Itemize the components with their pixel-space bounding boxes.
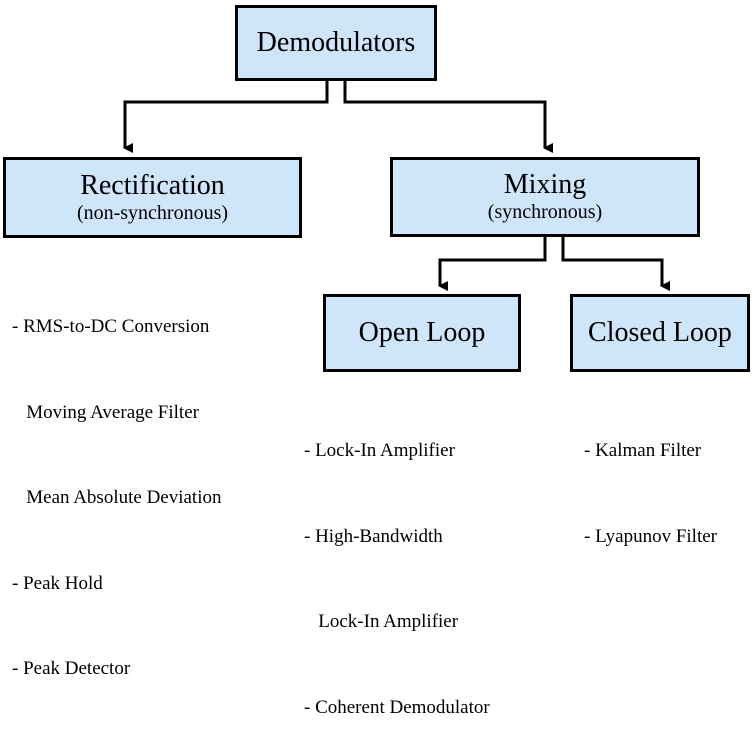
list-item: Moving Average Filter — [12, 401, 199, 423]
arrow-root-to-mixing — [343, 80, 553, 153]
connector-arrows — [123, 80, 670, 291]
node-open-loop: Open Loop — [323, 294, 521, 372]
list-item: - Lock-In Amplifier — [304, 440, 455, 461]
arrow-root-to-rectification — [123, 80, 329, 153]
node-closed-loop-title: Closed Loop — [588, 317, 732, 348]
closed-loop-methods-list: - Kalman Filter - Lyapunov Filter — [584, 380, 717, 580]
list-item: - High-Bandwidth — [304, 525, 443, 547]
arrow-mixing-to-open-loop — [438, 236, 547, 291]
list-item: - Coherent Demodulator — [304, 696, 490, 718]
node-mixing: Mixing (synchronous) — [390, 157, 700, 237]
node-mixing-subtitle: (synchronous) — [487, 201, 603, 223]
list-item: Mean Absolute Deviation — [12, 487, 222, 508]
node-mixing-title: Mixing — [503, 169, 587, 200]
rectification-methods-list: - RMS-to-DC Conversion Moving Average Fi… — [12, 256, 222, 712]
node-rectification-title: Rectification — [80, 169, 225, 201]
list-item: - Peak Hold — [12, 572, 103, 594]
list-item: Lock-In Amplifier — [304, 611, 459, 632]
list-item: - RMS-to-DC Conversion — [12, 316, 210, 337]
node-open-loop-title: Open Loop — [358, 317, 486, 348]
root-node-title: Demodulators — [256, 27, 416, 58]
node-closed-loop: Closed Loop — [570, 294, 750, 372]
open-loop-methods-list: - Lock-In Amplifier - High-Bandwidth Loc… — [304, 380, 490, 751]
arrow-mixing-to-closed-loop — [561, 236, 670, 291]
root-node-demodulators: Demodulators — [235, 5, 437, 81]
node-rectification-subtitle: (non-synchronous) — [76, 201, 229, 224]
list-item: - Kalman Filter — [584, 440, 702, 461]
list-item: - Peak Detector — [12, 658, 131, 679]
node-rectification: Rectification (non-synchronous) — [3, 157, 302, 238]
list-item: - Lyapunov Filter — [584, 525, 717, 547]
